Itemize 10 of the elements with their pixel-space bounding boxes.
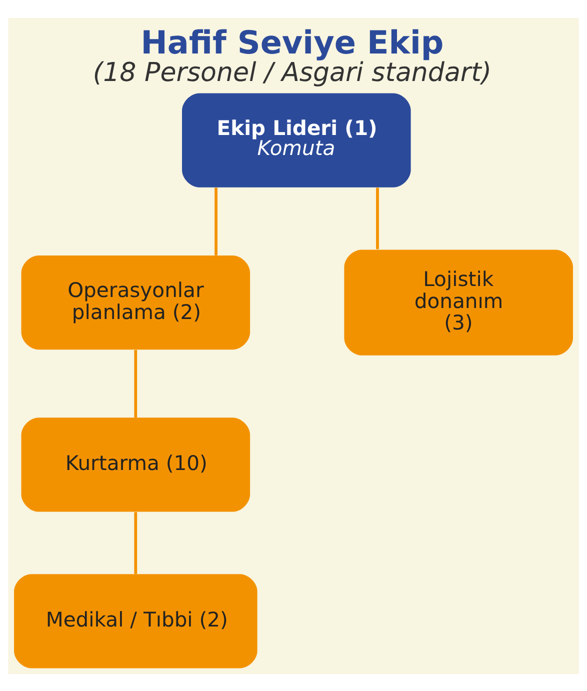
node-box: Kurtarma (10) xyxy=(21,417,250,512)
diagram-title: Hafif Seviye Ekip xyxy=(140,23,444,62)
node-box: Lojistik donanım (3) xyxy=(344,249,573,355)
node-box: Operasyonlar planlama (2) xyxy=(21,255,250,350)
node-box: Ekip Lideri (1) Komuta xyxy=(182,92,411,187)
node-box: Medikal / Tıbbi (2) xyxy=(14,574,258,668)
connector xyxy=(376,187,379,249)
connector xyxy=(134,349,138,418)
connector xyxy=(134,512,138,574)
connector xyxy=(214,187,218,255)
